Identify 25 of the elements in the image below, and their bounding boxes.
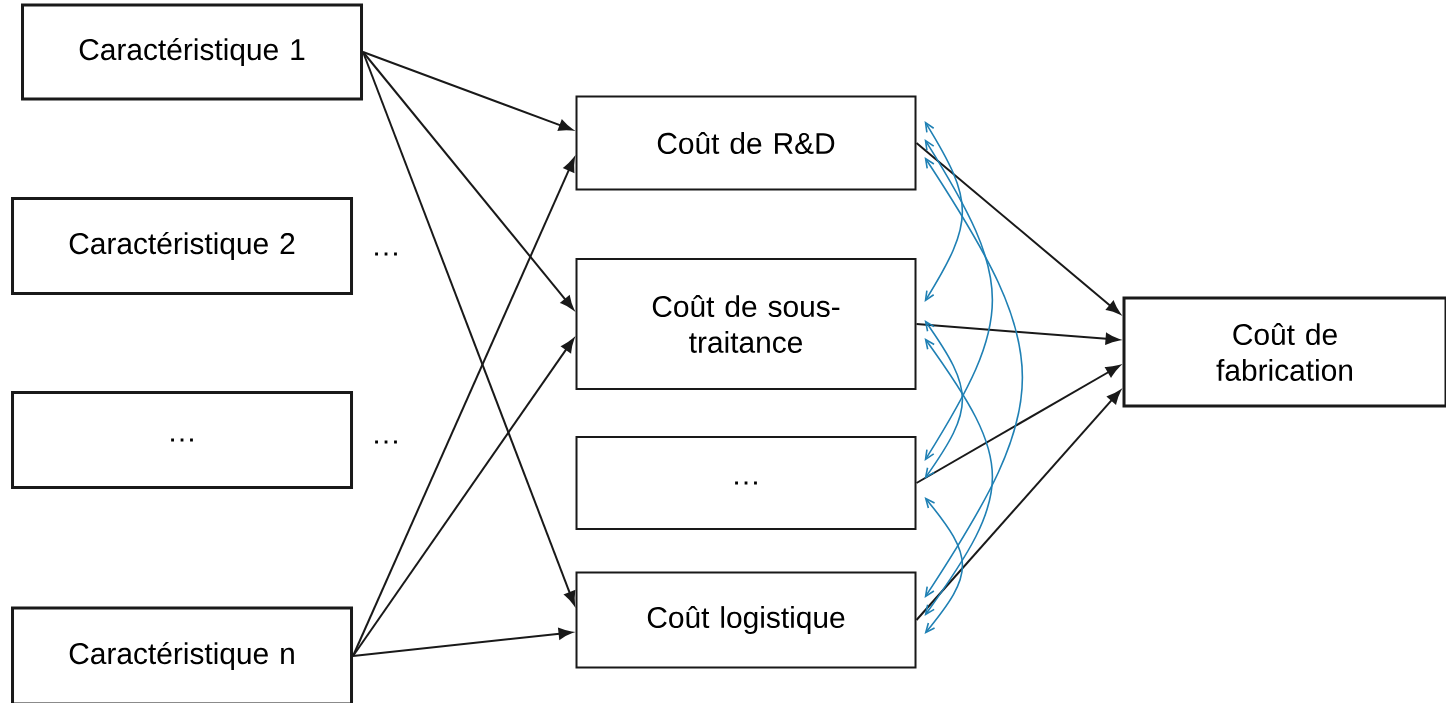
double-arrow [924,320,964,479]
feature-box: … [11,391,353,489]
arrow [362,51,576,606]
feature-box: Caractéristique 2 [11,197,353,295]
arrow [352,338,575,657]
cost-box: … [575,436,917,530]
double-arrow [924,139,994,461]
cost-box: Coût logistique [575,571,917,669]
result-box: Coût de fabrication [1122,296,1446,408]
arrow [915,365,1120,484]
feature-box: Caractéristique 1 [21,3,363,101]
arrow [362,51,573,131]
arrow [915,390,1121,621]
double-arrow [924,121,964,302]
cost-box: Coût de R&D [575,95,917,191]
double-arrow [924,157,1024,598]
double-arrow [924,338,994,616]
arrow [915,142,1121,315]
arrow [352,157,575,657]
feature-box: Caractéristique n [11,606,353,703]
arrow [352,628,573,657]
double-arrow [924,497,964,634]
arrow [362,51,574,310]
arrow [915,323,1120,345]
cost-box: Coût de sous-traitance [575,258,917,390]
